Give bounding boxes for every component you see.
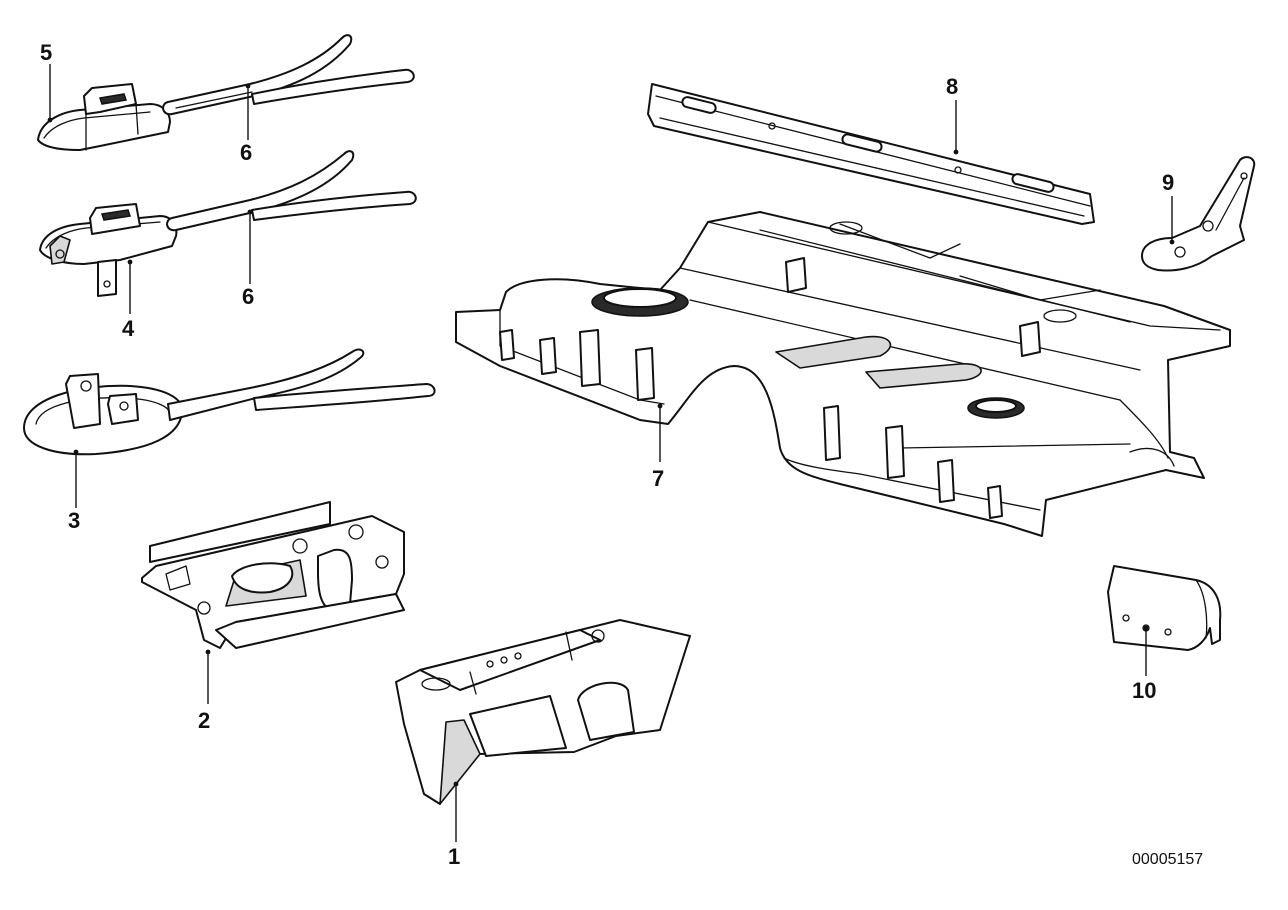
part-8-rail	[647, 83, 1095, 225]
part-9-bracket	[1141, 156, 1256, 272]
part-2-box-bracket	[141, 501, 405, 649]
part-1-channel-bracket	[395, 619, 691, 805]
part-6-tube-upper	[162, 34, 415, 116]
callout-6-upper: 6	[240, 140, 252, 165]
callout-1: 1	[448, 844, 460, 869]
part-5-mount-bracket	[37, 83, 171, 151]
callout-9: 9	[1162, 170, 1174, 195]
callout-8: 8	[946, 74, 958, 99]
callout-5: 5	[40, 40, 52, 65]
callout-4: 4	[122, 316, 135, 341]
leader-lines	[47, 64, 1175, 842]
callout-6-lower: 6	[242, 284, 254, 309]
part-3-oval-tray	[23, 348, 436, 456]
callout-10: 10	[1132, 678, 1156, 703]
diagram-reference-number: 00005157	[1132, 851, 1203, 868]
callout-2: 2	[198, 708, 210, 733]
callout-7: 7	[652, 466, 664, 491]
callout-3: 3	[68, 508, 80, 533]
part-7-floor-pan	[455, 211, 1231, 537]
part-4-mount-bracket	[39, 203, 178, 297]
part-6-tube-lower	[166, 150, 417, 232]
part-10-clip	[1107, 565, 1222, 651]
callout-labels: 5 6 6 4 3 2 1 7 8 9 10	[40, 40, 1174, 869]
